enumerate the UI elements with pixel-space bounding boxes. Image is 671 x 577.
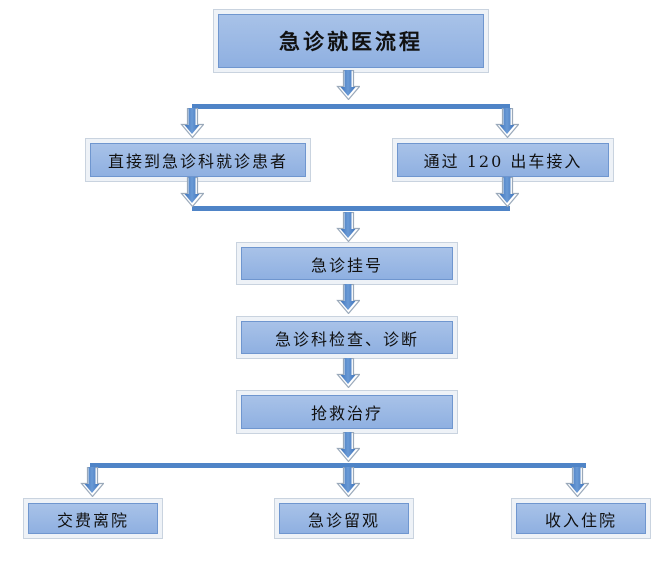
outcome-discharge-label: 交费离院 [56,510,129,530]
step-treatment-label: 抢救治疗 [310,404,383,423]
entry-box-ambulance: 通过 120 出车接入 [397,143,609,177]
entry-walk-in-label: 直接到急诊科就诊患者 [107,152,288,171]
down-arrow-icon [336,467,360,497]
down-arrow-icon [336,212,360,242]
outcome-observation-label: 急诊留观 [307,510,380,530]
entry-ambulance-label: 通过 120 出车接入 [423,152,583,171]
step-box-registration: 急诊挂号 [241,247,453,280]
step-box-examination: 急诊科检查、诊断 [241,321,453,354]
connector-bar-top [192,104,510,109]
title-box: 急诊就医流程 [218,14,484,68]
outcome-admission-label: 收入住院 [544,510,617,530]
connector-bar-merge [192,206,510,211]
down-arrow-icon [180,177,204,207]
down-arrow-icon [495,177,519,207]
down-arrow-icon [336,70,360,100]
down-arrow-icon [495,108,519,138]
down-arrow-icon [80,467,104,497]
down-arrow-icon [336,358,360,388]
down-arrow-icon [336,284,360,314]
step-box-treatment: 抢救治疗 [241,395,453,429]
title-text: 急诊就医流程 [279,29,423,54]
outcome-box-observation: 急诊留观 [279,503,409,534]
down-arrow-icon [565,467,589,497]
outcome-box-discharge: 交费离院 [28,503,158,534]
step-registration-label: 急诊挂号 [310,255,383,275]
step-examination-label: 急诊科检查、诊断 [274,329,419,349]
down-arrow-icon [180,108,204,138]
connector-bar-bottom [90,463,586,468]
down-arrow-icon [336,432,360,462]
entry-box-walk-in: 直接到急诊科就诊患者 [90,143,306,177]
outcome-box-admission: 收入住院 [516,503,646,534]
